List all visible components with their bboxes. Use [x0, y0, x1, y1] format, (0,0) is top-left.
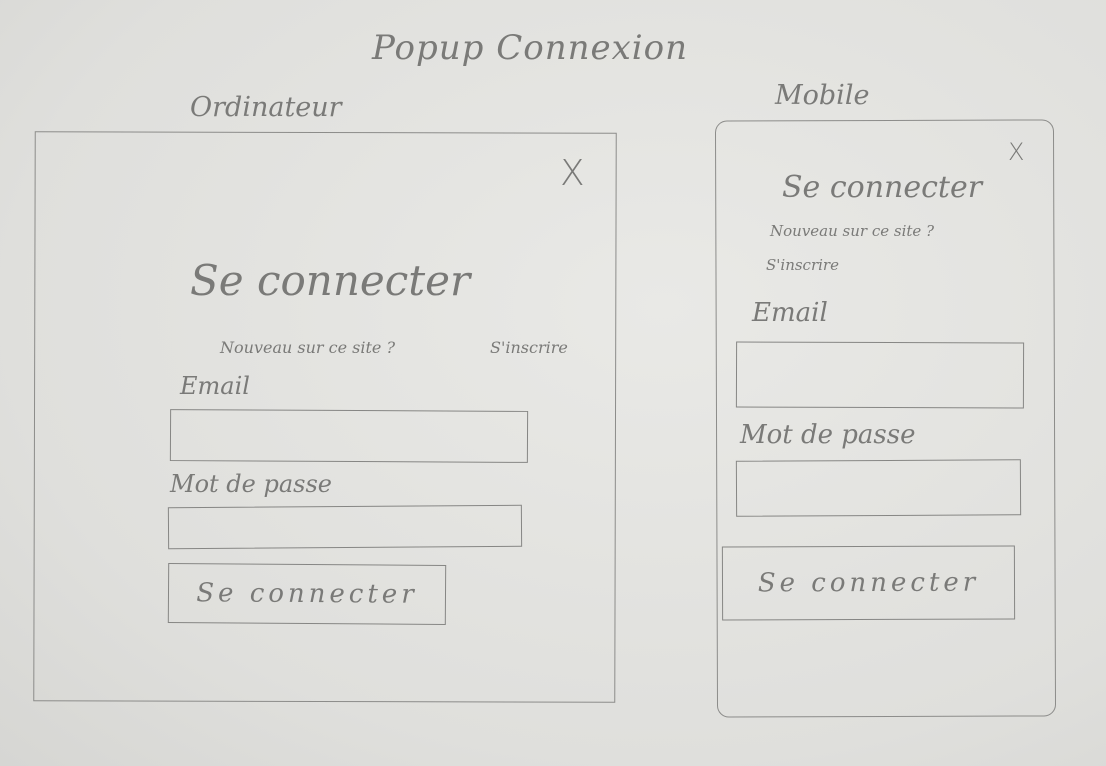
mobile-signup-link[interactable]: S'inscrire [766, 256, 839, 274]
desktop-new-user-text: Nouveau sur ce site ? [220, 338, 396, 357]
mobile-email-label: Email [752, 298, 828, 328]
mobile-password-label: Mot de passe [740, 420, 916, 450]
desktop-email-label: Email [180, 372, 250, 400]
desktop-label: Ordinateur [190, 92, 342, 123]
mobile-new-user-text: Nouveau sur ce site ? [770, 222, 935, 240]
desktop-signup-link[interactable]: S'inscrire [490, 338, 568, 357]
mobile-popup-frame [714, 119, 1057, 718]
mobile-email-field[interactable] [735, 341, 1025, 409]
sketch-title: Popup Connexion [372, 28, 689, 68]
mobile-label: Mobile [775, 80, 870, 111]
desktop-password-label: Mot de passe [170, 470, 332, 498]
desktop-login-heading: Se connecter [190, 256, 471, 305]
mobile-login-heading: Se connecter [782, 170, 983, 205]
mobile-close-icon[interactable]: X [1008, 138, 1025, 166]
mobile-login-button[interactable]: Se connecter [721, 545, 1016, 621]
mobile-password-field[interactable] [735, 459, 1022, 517]
desktop-email-field[interactable] [169, 409, 529, 463]
desktop-login-button[interactable]: Se connecter [167, 563, 447, 625]
desktop-close-icon[interactable]: X [560, 153, 585, 194]
desktop-password-field[interactable] [167, 504, 523, 550]
